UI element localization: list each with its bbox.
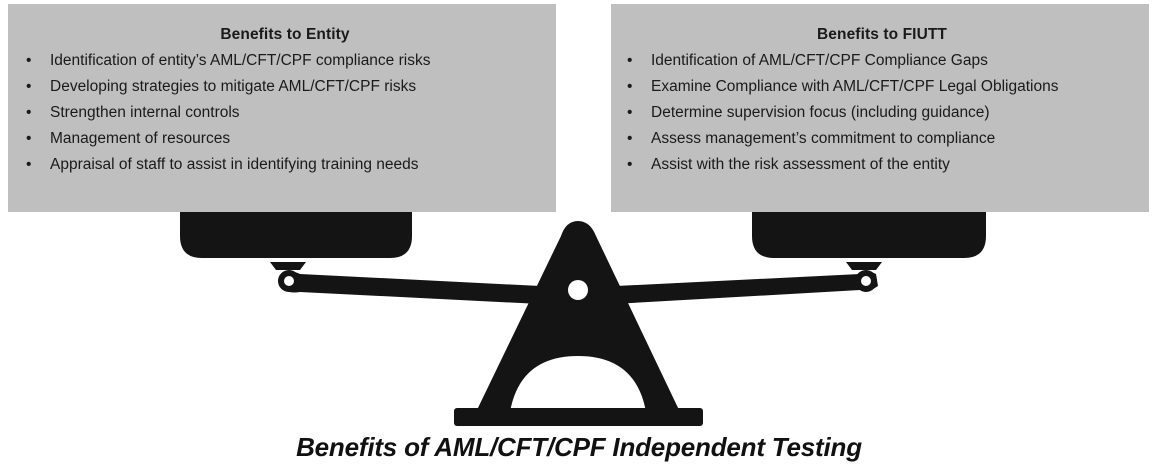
fiutt-benefit-item: Assess management’s commitment to compli…	[623, 126, 1141, 152]
left-pivot-icon	[284, 276, 294, 286]
scale-base-icon	[454, 408, 703, 426]
fiutt-benefits-panel: Benefits to FIUTT Identification of AML/…	[611, 4, 1149, 212]
fiutt-benefit-item: Assist with the risk assessment of the e…	[623, 152, 1141, 178]
entity-benefit-item: Identification of entity’s AML/CFT/CPF c…	[22, 48, 548, 74]
entity-benefits-list: Identification of entity’s AML/CFT/CPF c…	[22, 48, 548, 178]
fiutt-benefits-list: Identification of AML/CFT/CPF Compliance…	[623, 48, 1141, 178]
left-pan-icon	[180, 212, 412, 258]
entity-benefit-item: Developing strategies to mitigate AML/CF…	[22, 74, 548, 100]
entity-benefits-title: Benefits to Entity	[220, 26, 350, 43]
right-hanger-icon	[846, 262, 882, 270]
entity-benefit-item: Management of resources	[22, 126, 548, 152]
fiutt-benefit-item: Examine Compliance with AML/CFT/CPF Lega…	[623, 74, 1141, 100]
diagram-caption: Benefits of AML/CFT/CPF Independent Test…	[296, 432, 862, 462]
fiutt-benefit-item: Determine supervision focus (including g…	[623, 100, 1141, 126]
entity-benefits-panel: Benefits to Entity Identification of ent…	[8, 4, 556, 212]
right-pivot-icon	[861, 276, 871, 286]
scale-stand-icon	[476, 221, 680, 412]
left-hanger-icon	[270, 262, 306, 270]
center-pivot-icon	[568, 280, 588, 300]
right-pan-icon	[752, 212, 986, 258]
fiutt-benefit-item: Identification of AML/CFT/CPF Compliance…	[623, 48, 1141, 74]
fiutt-benefits-title: Benefits to FIUTT	[817, 26, 947, 43]
entity-benefit-item: Strengthen internal controls	[22, 100, 548, 126]
entity-benefit-item: Appraisal of staff to assist in identify…	[22, 152, 548, 178]
